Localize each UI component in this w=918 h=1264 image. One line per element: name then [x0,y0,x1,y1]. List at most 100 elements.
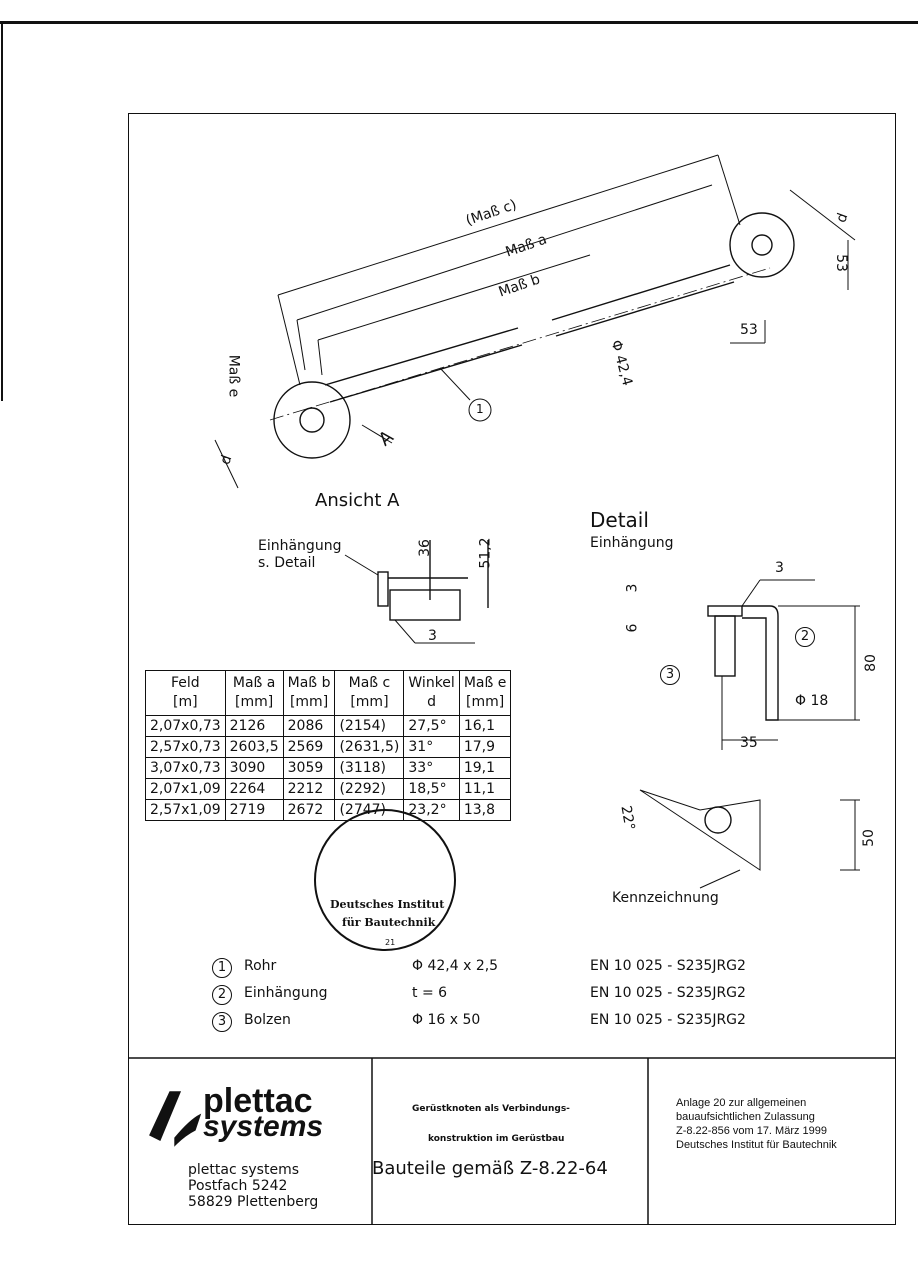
title-block-lines [128,1057,896,1225]
approval-text: Anlage 20 zur allgemeinen bauaufsichtlic… [676,1096,837,1152]
table-cell: 3090 [224,757,284,779]
table-cell: 2672 [282,799,336,821]
part-1-callout: 1 [476,402,484,416]
header-feld: Feld [m] [145,670,226,716]
header-text: Maß a [232,675,276,691]
table-cell: 2126 [224,715,284,737]
description-line-1: Gerüstknoten als Verbindungs- [412,1104,570,1114]
part-dim: Φ 42,4 x 2,5 [412,958,499,974]
dim-53-bottom: 53 [740,322,758,338]
table-header-row: Feld[m] Maß a[mm] Maß b[mm] Maß c[mm] Wi… [145,670,512,716]
table-cell: 17,9 [458,736,512,758]
header-mass-a: Maß a [mm] [224,670,284,716]
detail-subtitle: Einhängung [590,535,674,551]
header-unit: [m] [173,694,198,710]
part-dim: Φ 16 x 50 [412,1012,481,1028]
weld-3-detail: 3 [775,560,784,576]
header-unit: [mm] [235,694,274,710]
header-text: Feld [170,675,200,691]
kennzeichnung-label: Kennzeichnung [612,890,719,906]
part-3-number: 3 [660,665,680,685]
approval-line: bauaufsichtlichen Zulassung [676,1111,815,1123]
dim-phi-18: Φ 18 [795,693,829,709]
header-text: Winkel [408,675,455,691]
dim-3: 3 [624,583,641,593]
table-cell: (2747) [334,799,405,821]
table-cell: 2086 [282,715,336,737]
header-unit: [mm] [465,694,505,710]
table-cell: 13,8 [458,799,512,821]
table-cell: 11,1 [458,778,512,800]
table-cell: 2719 [224,799,284,821]
stamp-line-1: Deutsches Institut [330,898,445,911]
table-cell: (2292) [334,778,405,800]
header-unit: [mm] [289,694,329,710]
drawing-frame [128,113,896,1225]
part-material: EN 10 025 - S235JRG2 [590,958,746,974]
dim-6: 6 [624,623,641,633]
dim-35: 35 [740,735,758,751]
dim-80: 80 [862,654,879,672]
logo-swoosh [149,1091,202,1147]
part-2-number: 2 [795,627,815,647]
approval-line: Deutsches Institut für Bautechnik [676,1139,837,1151]
header-unit: [mm] [350,694,389,710]
table-cell: 31° [403,736,460,758]
table-cell: 18,5° [403,778,460,800]
logo-systems: systems [203,1110,324,1143]
table-cell: 2,07x0,73 [145,715,226,737]
left-edge [1,21,3,401]
dim-51-2: 51,2 [477,537,494,569]
header-mass-b: Maß b[mm] [282,670,336,716]
table-cell: 2,07x1,09 [145,778,226,800]
description-line-3: Bauteile gemäß Z-8.22-64 [372,1158,608,1179]
dimension-lines [214,154,856,489]
rosette-left [273,381,351,459]
approval-line: Z-8.22-856 vom 17. März 1999 [676,1125,828,1137]
einhaengung-label: Einhängung [258,538,342,554]
weld-3-ansicht: 3 [428,628,437,644]
table-cell: 3,07x0,73 [145,757,226,779]
dim-53-side: 53 [832,254,849,272]
address-line-1: plettac systems [188,1162,300,1178]
part-num: 3 [212,1012,240,1032]
header-unit: d [427,694,437,710]
dimension-table: Feld[m] Maß a[mm] Maß b[mm] Maß c[mm] Wi… [145,670,512,821]
ansicht-a-title: Ansicht A [315,490,400,511]
detail-title: Detail [590,508,649,532]
part-3-callout: 3 [660,665,688,685]
description-line-2: konstruktion im Gerüstbau [428,1134,565,1144]
table-cell: 2603,5 [224,736,284,758]
approval-stamp [314,809,456,951]
detail-view [639,579,860,889]
ansicht-a-view [344,540,489,644]
stamp-number: 21 [385,938,396,947]
table-cell: 16,1 [458,715,512,737]
header-winkel: Winkel d [403,670,460,716]
table-cell: (2154) [334,715,405,737]
table-cell: 23,2° [403,799,460,821]
brace-tube [269,264,771,421]
table-cell: (3118) [334,757,405,779]
s-detail-label: s. Detail [258,555,316,571]
header-mass-e: Maß e [mm] [458,670,512,716]
part-num: 1 [212,958,240,978]
part-material: EN 10 025 - S235JRG2 [590,1012,746,1028]
part-name: Bolzen [244,1012,291,1028]
table-cell: 33° [403,757,460,779]
stamp-line-2: für Bautechnik [342,916,436,929]
table-cell: 2212 [282,778,336,800]
table-cell: (2631,5) [334,736,405,758]
header-text: Maß e [463,675,507,691]
part-2-callout: 2 [795,627,823,647]
table-cell: 27,5° [403,715,460,737]
part-name: Rohr [244,958,277,974]
top-rule [0,21,918,24]
part-num: 2 [212,985,240,1005]
table-cell: 19,1 [458,757,512,779]
logo-plettac: plettac [203,1082,313,1120]
